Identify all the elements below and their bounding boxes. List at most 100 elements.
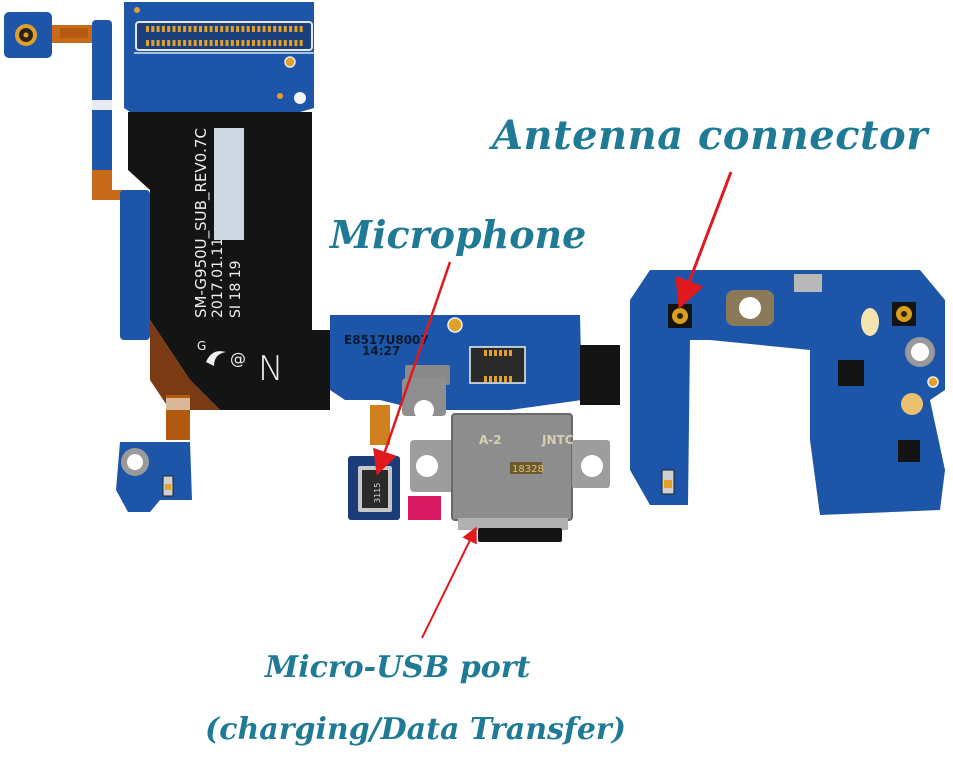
connector-pin bbox=[504, 376, 507, 382]
connector-pin bbox=[183, 26, 187, 32]
connector-pin bbox=[489, 350, 492, 356]
right-antenna-board bbox=[630, 270, 945, 515]
connector-pin bbox=[172, 26, 176, 32]
connector-pin bbox=[241, 40, 245, 46]
flex-marking-code: SI 18 19 bbox=[228, 260, 244, 318]
connector-pin bbox=[225, 40, 229, 46]
connector-pin bbox=[252, 40, 255, 46]
connector-pin bbox=[273, 40, 277, 46]
microphone-module: 3115 bbox=[348, 456, 400, 520]
connector-pin bbox=[225, 26, 229, 32]
connector-pin bbox=[151, 40, 155, 46]
antenna-callout-arrow bbox=[675, 171, 733, 310]
connector-pin bbox=[156, 26, 160, 32]
connector-pin bbox=[504, 350, 507, 356]
connector-pin bbox=[246, 40, 250, 46]
flex-logo-g: G bbox=[197, 339, 206, 353]
lower-left-tab bbox=[116, 395, 192, 512]
connector-pin bbox=[167, 26, 171, 32]
connector-pin bbox=[161, 40, 165, 46]
connector-pin bbox=[199, 26, 202, 32]
connector-pin bbox=[199, 40, 202, 46]
connector-pin bbox=[230, 40, 234, 46]
top-connector-board bbox=[124, 2, 314, 112]
connector-pin bbox=[252, 26, 255, 32]
main-flex-body: SM-G950U_SUB_REV0.7C 2017.01.11 SI 18 19… bbox=[128, 112, 330, 410]
connector-pin bbox=[509, 350, 512, 356]
connector-pin bbox=[214, 40, 218, 46]
usb-marking-left: A-2 bbox=[479, 433, 502, 447]
connector-pin bbox=[262, 26, 266, 32]
mic-marking: 3115 bbox=[373, 483, 382, 503]
microphone-label: Microphone bbox=[330, 212, 587, 257]
connector-pin bbox=[484, 376, 487, 382]
usb-port: A-2 JNTC 18328 bbox=[451, 413, 610, 542]
connector-pin bbox=[294, 40, 298, 46]
pcb-code-line1: E8517U8007 bbox=[344, 333, 429, 347]
recycle-logo-icon bbox=[206, 351, 226, 366]
connector-pin bbox=[188, 26, 192, 32]
connector-pin bbox=[151, 26, 155, 32]
connector-pin bbox=[509, 376, 512, 382]
connector-pin bbox=[278, 26, 282, 32]
usb-marking-right: JNTC bbox=[541, 433, 574, 447]
flex-marking-date: 2017.01.11 bbox=[210, 238, 226, 318]
mic-flex bbox=[370, 405, 390, 445]
connector-pin bbox=[236, 40, 240, 46]
board-to-board-connector bbox=[484, 350, 512, 382]
connector-pin bbox=[161, 26, 165, 32]
connector-pin bbox=[499, 376, 502, 382]
connector-pin bbox=[489, 376, 492, 382]
board-connector-pins bbox=[146, 26, 303, 46]
connector-pin bbox=[267, 40, 271, 46]
connector-pin bbox=[241, 26, 245, 32]
pcb-code-line2: 14:27 bbox=[362, 344, 400, 358]
connector-pin bbox=[299, 40, 303, 46]
connector-pin bbox=[167, 40, 171, 46]
connector-pin bbox=[193, 26, 197, 32]
connector-pin bbox=[283, 26, 287, 32]
connector-pin bbox=[273, 26, 277, 32]
pink-tab bbox=[408, 496, 441, 520]
connector-pin bbox=[494, 376, 497, 382]
connector-pin bbox=[246, 26, 250, 32]
connector-pin bbox=[494, 350, 497, 356]
connector-pin bbox=[220, 40, 224, 46]
connector-pin bbox=[262, 40, 266, 46]
connector-pin bbox=[257, 40, 261, 46]
connector-pin bbox=[289, 26, 293, 32]
metal-bracket bbox=[402, 378, 460, 492]
right-flex-bridge bbox=[580, 345, 620, 405]
antenna-connector-label: Antenna connector bbox=[492, 112, 928, 159]
top-antenna-tab bbox=[4, 12, 92, 58]
connector-pin bbox=[267, 26, 271, 32]
middle-pcb: E8517U8007 14:27 bbox=[330, 315, 582, 410]
connector-pin bbox=[193, 40, 197, 46]
connector-pin bbox=[278, 40, 282, 46]
connector-pin bbox=[484, 350, 487, 356]
connector-pin bbox=[172, 40, 176, 46]
flex-letter-n: N bbox=[258, 349, 283, 389]
connector-pin bbox=[188, 40, 192, 46]
connector-pin bbox=[146, 40, 149, 46]
connector-pin bbox=[236, 26, 240, 32]
connector-pin bbox=[220, 26, 224, 32]
connector-pin bbox=[204, 26, 208, 32]
usb-port-sublabel: (charging/Data Transfer) bbox=[205, 712, 626, 747]
connector-pin bbox=[156, 40, 160, 46]
connector-pin bbox=[283, 40, 287, 46]
connector-pin bbox=[177, 40, 181, 46]
connector-pin bbox=[257, 26, 261, 32]
usb-port-label: Micro-USB port bbox=[265, 650, 531, 685]
connector-pin bbox=[204, 40, 208, 46]
flex-at-symbol: @ bbox=[230, 349, 246, 368]
connector-pin bbox=[209, 26, 213, 32]
connector-pin bbox=[183, 40, 187, 46]
usb-marking-center: 18328 bbox=[512, 464, 544, 475]
left-flex-strip bbox=[92, 20, 150, 340]
connector-pin bbox=[146, 26, 149, 32]
connector-pin bbox=[177, 26, 181, 32]
connector-pin bbox=[499, 350, 502, 356]
